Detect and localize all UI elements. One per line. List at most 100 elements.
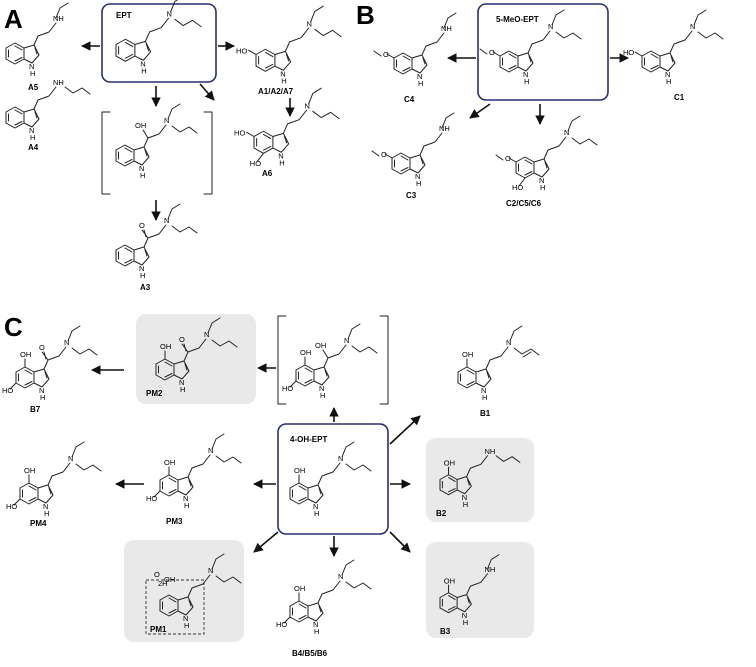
side-chain-bonds (47, 462, 71, 486)
indole-nitrogen-label: N (462, 611, 467, 620)
pm1-dashed-box (145, 579, 205, 635)
propyl-chain (75, 463, 102, 472)
side-chain-bonds (143, 224, 167, 248)
ethyl-chain (167, 203, 181, 220)
pyrrole-ring (659, 52, 676, 72)
ethyl-chain (71, 441, 85, 458)
aromatic-double-bond (124, 41, 134, 48)
ring-hydroxyl-bond (9, 382, 17, 390)
ethyl-chain (170, 0, 179, 13)
pyrrole-double-bond (44, 371, 48, 379)
pyrrole-ring (173, 360, 190, 380)
highlight-box-pm1 (124, 540, 244, 642)
amine-nitrogen-label: N (564, 128, 569, 137)
side-chain-hydroxyl-label: OH (315, 341, 326, 350)
indole-nitrogen-label: N (139, 164, 144, 173)
propyl-chain (697, 31, 724, 40)
molecule-ept: NHN (115, 0, 202, 75)
parent-box-5meo-ept (477, 3, 609, 101)
label-b1: B1 (480, 409, 491, 418)
indole-hydrogen-label: H (281, 76, 286, 85)
propyl-chain (171, 225, 198, 234)
aromatic-double-bond (448, 606, 456, 611)
carbonyl-double-bond (143, 229, 147, 238)
ethyl-chain (207, 317, 221, 334)
side-chain-bonds (485, 346, 509, 370)
amine-nitrogen-label: N (204, 330, 209, 339)
pyrrole-double-bond (324, 369, 328, 377)
propyl-chain (495, 455, 521, 463)
indole-nitrogen-label: N (139, 264, 144, 273)
ring-hydroxyl-label: HO (6, 502, 17, 511)
panel-letter-c: C (4, 312, 23, 342)
propyl-chain (571, 137, 598, 146)
aromatic-double-bond (650, 53, 659, 59)
hydroxyl-bond (322, 349, 329, 359)
methoxy-oxygen-label: O (381, 150, 387, 159)
indole-hydrogen-label: H (140, 271, 145, 280)
indole-hydrogen-label: H (463, 500, 468, 509)
methoxy-bond (508, 157, 517, 163)
aromatic-double-bond (298, 603, 307, 609)
ring-hydroxyl-bond (283, 616, 291, 624)
ring-hydroxyl-bond (13, 498, 21, 506)
label-pm4: PM4 (30, 519, 47, 528)
pyrrole-double-bond (188, 599, 192, 607)
alkene-double-bond (522, 351, 532, 358)
pyrrole-double-bond (48, 487, 52, 495)
indole-nitrogen-label: N (481, 386, 486, 395)
aromatic-double-bond (508, 65, 517, 70)
bracket-right-a (203, 111, 213, 195)
pyrrole-ring (313, 366, 330, 386)
aromatic-double-bond (448, 477, 456, 482)
ethyl-chain (167, 103, 181, 120)
amine-nitrogen-label: N (208, 446, 213, 455)
aromatic-double-bond (28, 497, 37, 502)
ethyl-chain (55, 2, 69, 19)
aromatic-double-bond (400, 155, 409, 161)
parent-box-ept (101, 3, 217, 83)
reaction-arrows (81, 41, 629, 557)
aromatic-double-bond (28, 485, 37, 491)
amine-nitrogen-label: N (338, 454, 343, 463)
hydroxyl-4-label: OH (462, 350, 473, 359)
side-chain-hydroxyl-label: OH (135, 121, 146, 130)
side-chain-bonds (144, 17, 169, 42)
bracket-left-c (277, 315, 287, 405)
label-b4-b5-b6: B4/B5/B6 (292, 649, 328, 658)
hydroxyl-4-label: OH (24, 466, 35, 475)
parent-label-ept: EPT (116, 11, 132, 20)
ring-hydroxyl-bond (153, 490, 161, 498)
label-a6: A6 (262, 169, 273, 178)
side-chain-bonds (33, 86, 57, 110)
hydroxyl-4-label: OH (160, 342, 171, 351)
amine-nitrogen-label: N (548, 22, 553, 31)
methoxy-oxygen-label: O (505, 154, 511, 163)
bracket-left-a (101, 111, 111, 195)
pyrrole-double-bond (420, 157, 424, 165)
indole-hydrogen-label: H (666, 77, 671, 86)
aromatic-double-bond (304, 379, 313, 384)
ring-hydroxyl-label: HO (276, 620, 287, 629)
propyl-chain (174, 18, 202, 28)
ethyl-chain (341, 559, 355, 576)
aromatic-double-bond (402, 67, 411, 72)
pyrrole-ring (409, 154, 426, 174)
propyl-chain (312, 110, 340, 120)
side-chain-bonds (317, 462, 341, 486)
highlight-box-b2 (426, 438, 534, 522)
indole-nitrogen-label: N (179, 378, 184, 387)
hydroxyl-4-label: OH (164, 458, 175, 467)
aromatic-double-bond (264, 63, 274, 69)
indole-nitrogen-label: N (462, 493, 467, 502)
